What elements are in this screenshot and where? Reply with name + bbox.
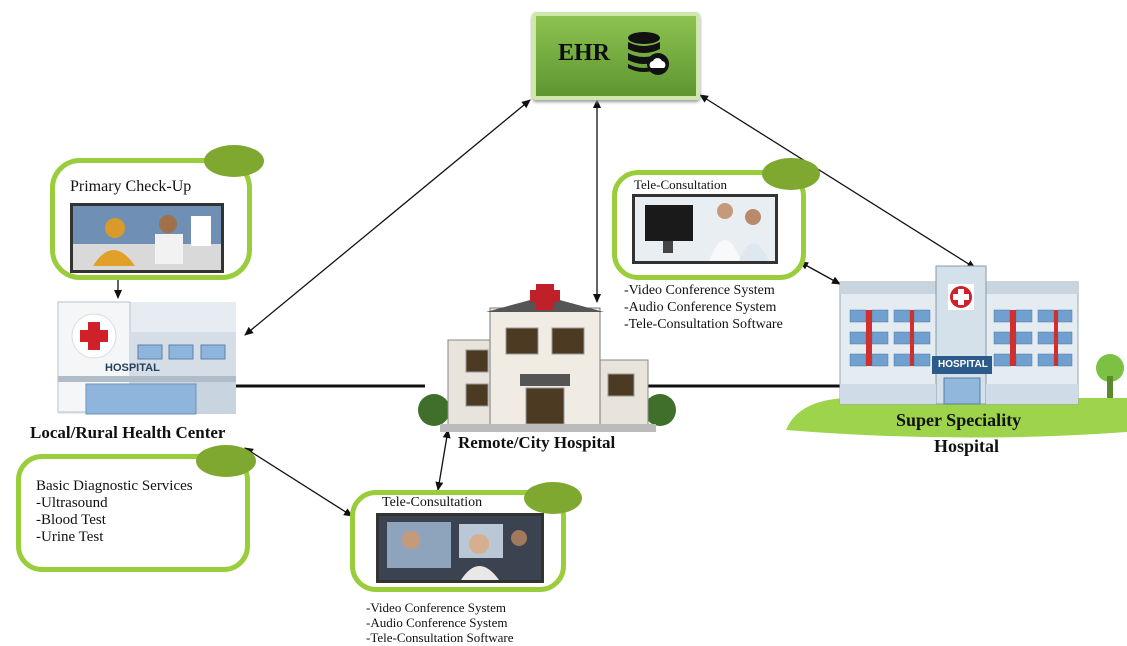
diagnostics-item: -Ultrasound	[36, 495, 108, 511]
teleconsult-top-list: -Video Conference System -Audio Conferen…	[624, 282, 783, 333]
teleconsult-top-item: -Audio Conference System	[624, 300, 777, 315]
diagnostics-item: -Blood Test	[36, 512, 106, 528]
super-hospital-name-line2: Hospital	[934, 436, 1000, 456]
teleconsult-bottom-blob	[524, 482, 582, 514]
teleconsult-bottom-item: -Audio Conference System	[366, 615, 508, 630]
arrow-local-teleconsult	[244, 447, 353, 517]
local-hospital-sign: HOSPITAL	[105, 362, 160, 374]
teleconsult-bottom-list: -Video Conference System -Audio Conferen…	[366, 600, 513, 645]
local-center-name: Local/Rural Health Center	[30, 423, 226, 442]
super-hospital-name-line1: Super Speciality	[896, 410, 1022, 430]
teleconsult-bottom-title: Tele-Consultation	[382, 495, 483, 510]
teleconsult-bottom-photo	[376, 513, 544, 583]
primary-checkup-blob	[204, 145, 264, 177]
diagnostics-blob	[196, 445, 256, 477]
arrow-ehr-local	[244, 99, 531, 336]
teleconsult-top-item: -Video Conference System	[624, 283, 775, 298]
teleconsult-top-title: Tele-Consultation	[634, 177, 727, 192]
teleconsult-bottom-item: -Video Conference System	[366, 600, 507, 615]
primary-checkup-title: Primary Check-Up	[70, 178, 192, 195]
teleconsult-top-photo	[632, 194, 778, 264]
diagnostics-text: Basic Diagnostic Services -Ultrasound -B…	[36, 478, 193, 546]
teleconsult-bottom-item: -Tele-Consultation Software	[366, 630, 514, 645]
diagnostics-title: Basic Diagnostic Services	[36, 478, 193, 494]
primary-checkup-photo	[70, 203, 224, 273]
ehr-box: EHR	[532, 12, 700, 100]
ehr-label: EHR	[558, 40, 611, 66]
database-cloud-icon	[628, 32, 669, 75]
arrow-ehr-super	[699, 94, 976, 269]
diagnostics-item: -Urine Test	[36, 529, 104, 545]
remote-hospital-name: Remote/City Hospital	[458, 433, 616, 452]
arrow-teleconsult-super	[799, 261, 841, 285]
super-hospital-sign: HOSPITAL	[938, 359, 988, 370]
teleconsult-top-blob	[762, 158, 820, 190]
arrow-remote-teleconsult	[435, 429, 451, 491]
teleconsult-top-item: -Tele-Consultation Software	[624, 317, 783, 332]
